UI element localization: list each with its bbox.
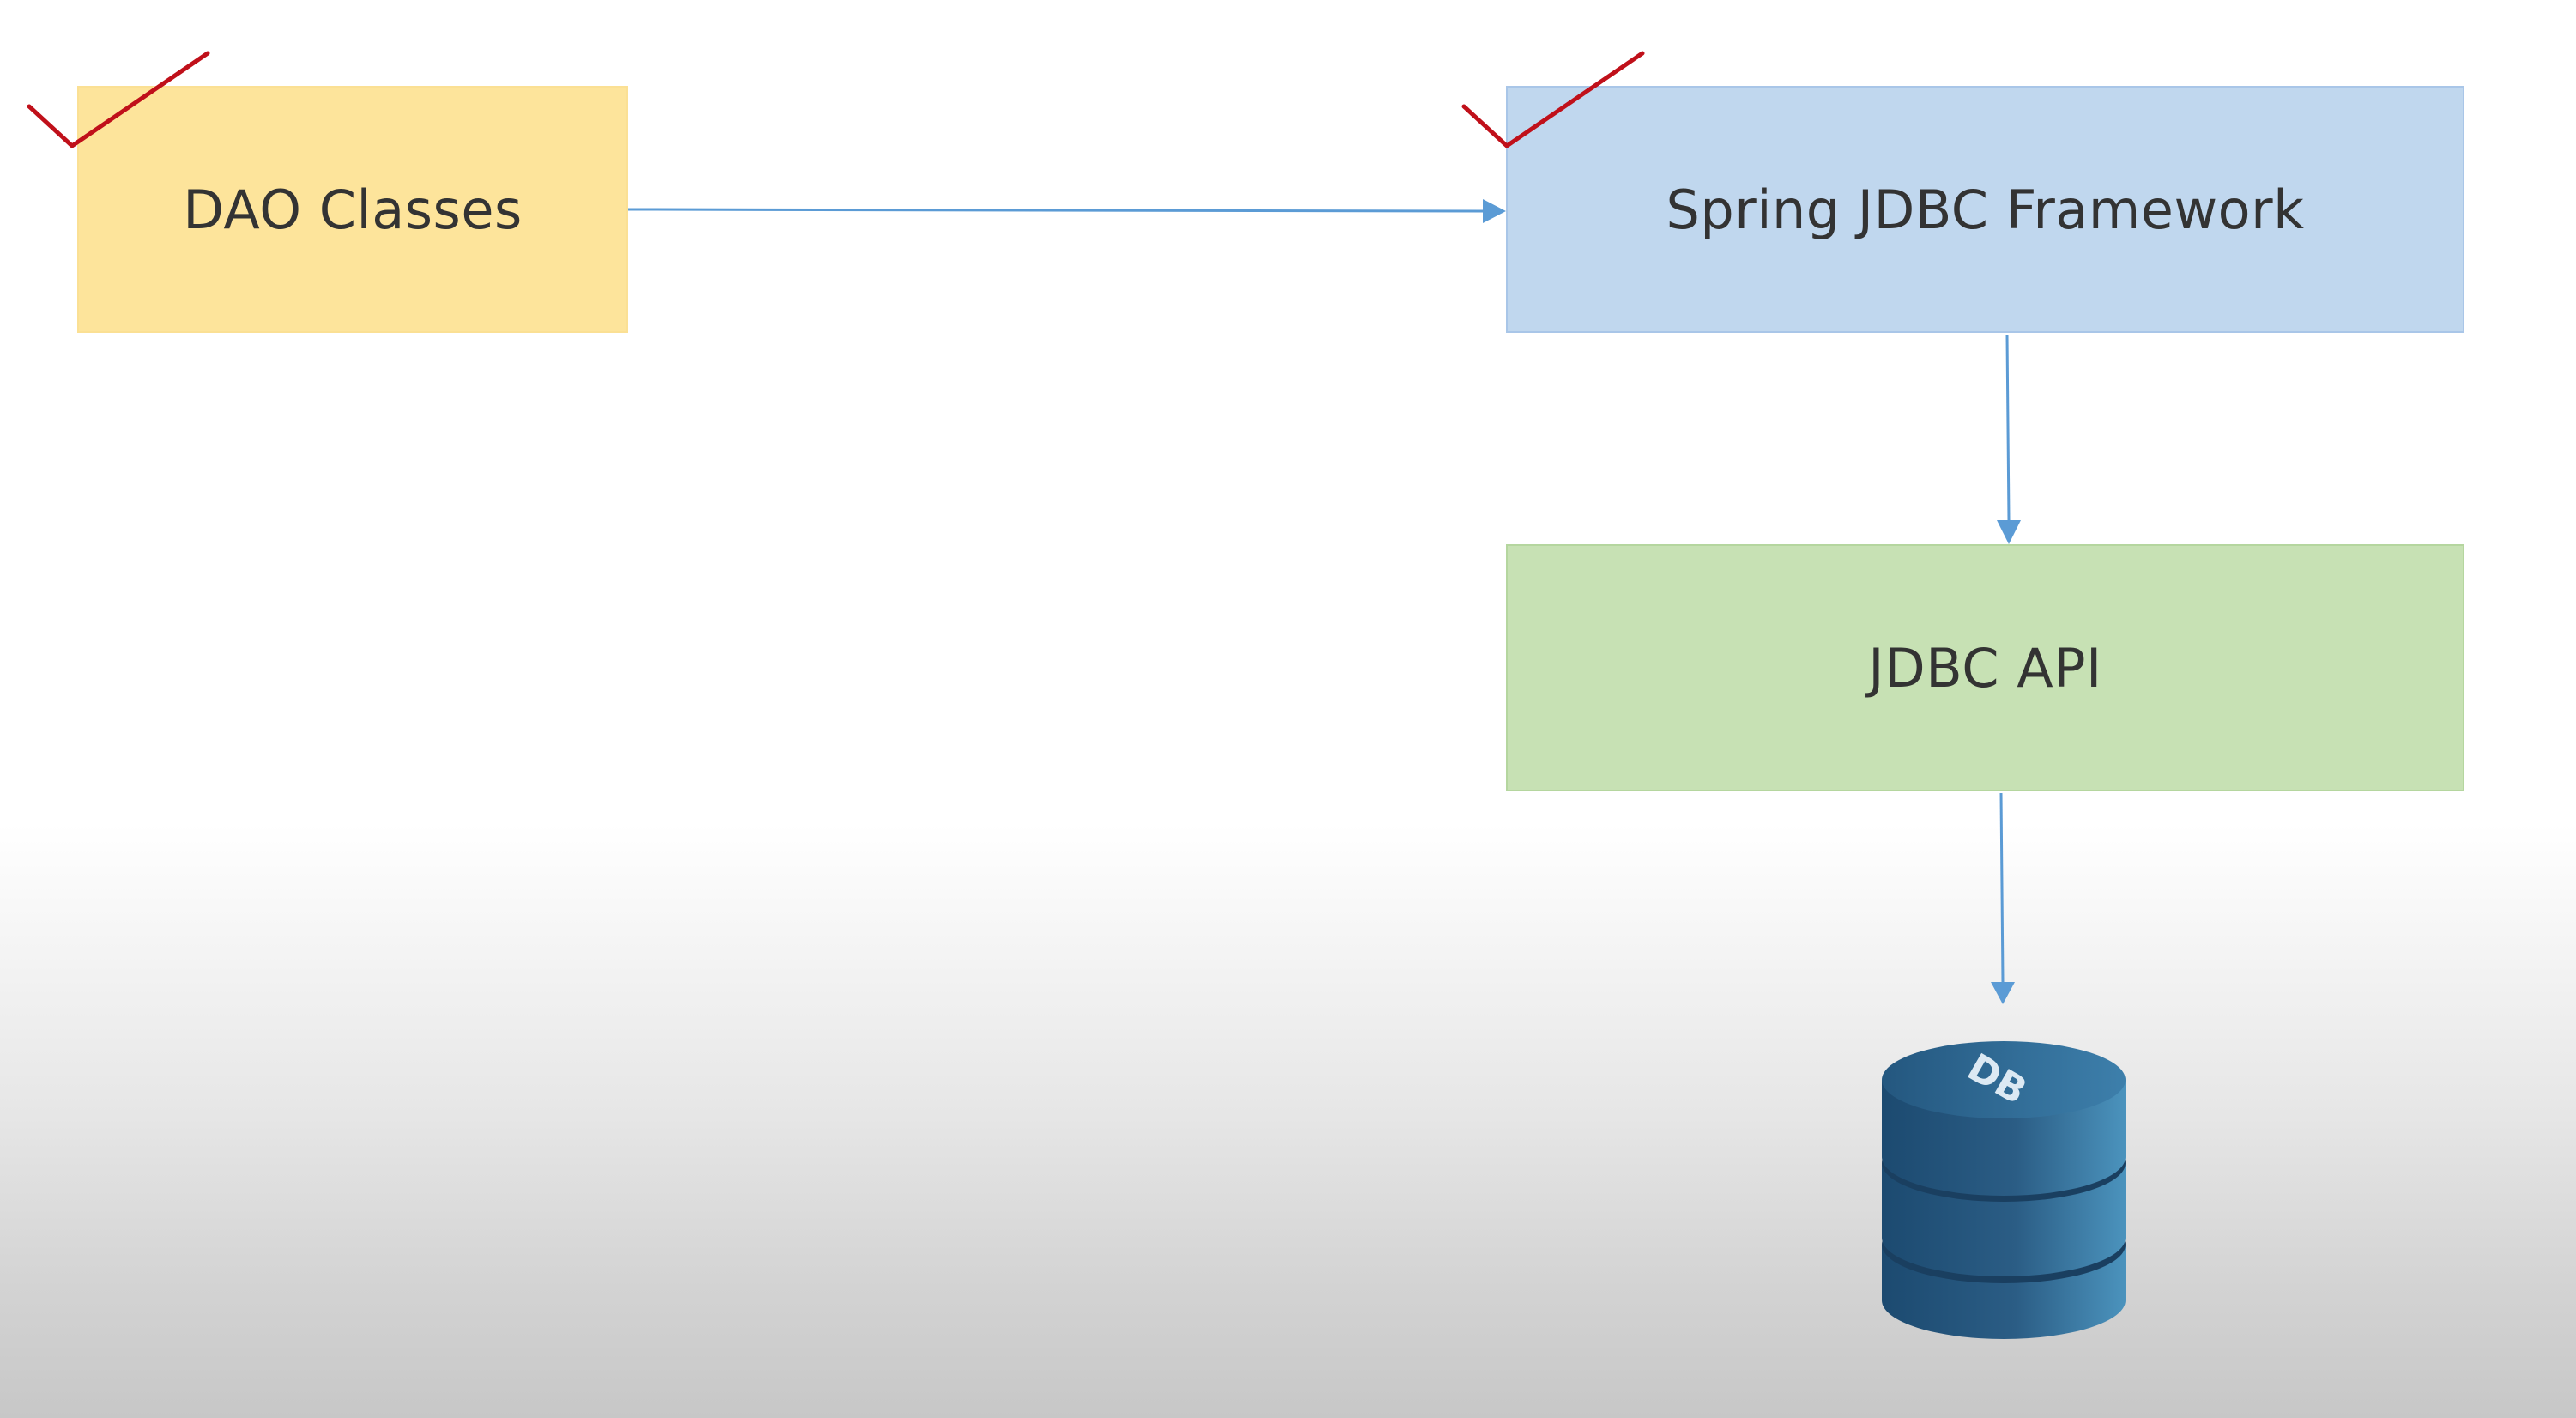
jdbc-api-box: JDBC API — [1506, 544, 2464, 791]
spring-jdbc-framework-box: Spring JDBC Framework — [1506, 86, 2464, 333]
database-icon: DB — [1882, 1041, 2126, 1339]
edge-dao-to-spring — [627, 199, 1506, 223]
edge-jdbc-to-db — [1991, 792, 2015, 1004]
jdbc-api-label: JDBC API — [1868, 636, 2102, 700]
dao-classes-box: DAO Classes — [77, 86, 628, 333]
arrowhead-icon — [1483, 199, 1506, 223]
spring-jdbc-framework-label: Spring JDBC Framework — [1666, 178, 2305, 241]
arrowhead-icon — [1991, 982, 2015, 1004]
edge-spring-to-jdbc — [1997, 334, 2021, 544]
arrowhead-icon — [1997, 520, 2021, 544]
dao-classes-label: DAO Classes — [183, 178, 523, 241]
